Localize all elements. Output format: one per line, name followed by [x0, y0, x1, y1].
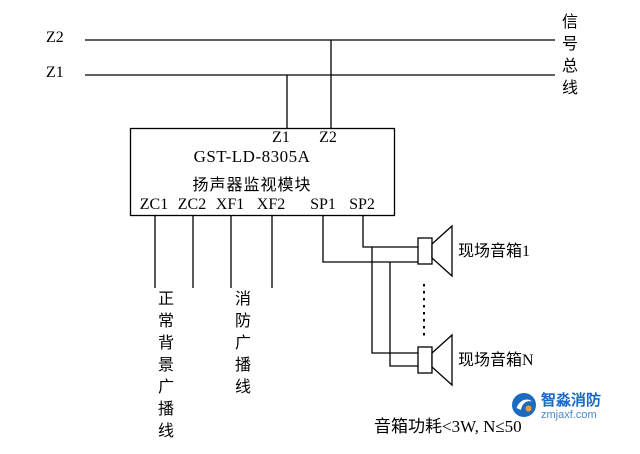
wire-branch-to-speakerN-b: [389, 262, 418, 367]
module-title: GST-LD-8305A: [193, 147, 311, 166]
logo-brand-text: 智淼消防: [541, 392, 602, 409]
terminal-xf1: XF1: [215, 196, 245, 213]
logo-domain-text: zmjaxf.com: [541, 409, 597, 421]
power-note: 音箱功耗<3W, N≤50: [374, 417, 522, 436]
module-subtitle: 扬声器监视模块: [192, 177, 312, 194]
speaker-1-icon: [417, 224, 453, 278]
wire-sp1: [322, 215, 418, 263]
speaker-n-icon: [417, 333, 453, 387]
watermark-logo: 智淼消防 zmjaxf.com: [511, 392, 601, 423]
terminal-zc1: ZC1: [139, 196, 169, 213]
terminal-xf2: XF2: [256, 196, 286, 213]
terminal-sp1: SP1: [310, 196, 336, 213]
module-box: [129, 127, 396, 217]
terminal-zc2: ZC2: [177, 196, 207, 213]
zhimiao-logo-icon: [511, 392, 537, 423]
logo-text-block: 智淼消防 zmjaxf.com: [541, 392, 601, 422]
zc-line-label: 正常背景广播线: [157, 291, 174, 440]
speaker-n-label: 现场音箱N: [458, 352, 534, 369]
signal-bus-label: 信号总线: [561, 14, 578, 97]
wire-sp2: [362, 215, 418, 248]
bus-label-z2: Z2: [46, 29, 64, 46]
terminal-sp2: SP2: [349, 196, 375, 213]
terminal-z1: Z1: [272, 129, 290, 146]
terminal-z2: Z2: [319, 129, 337, 146]
xf-line-label: 消防广播线: [234, 291, 251, 396]
speaker-1-label: 现场音箱1: [458, 243, 531, 260]
bus-label-z1: Z1: [46, 64, 64, 81]
wire-branch-to-speakerN-a: [371, 247, 418, 354]
